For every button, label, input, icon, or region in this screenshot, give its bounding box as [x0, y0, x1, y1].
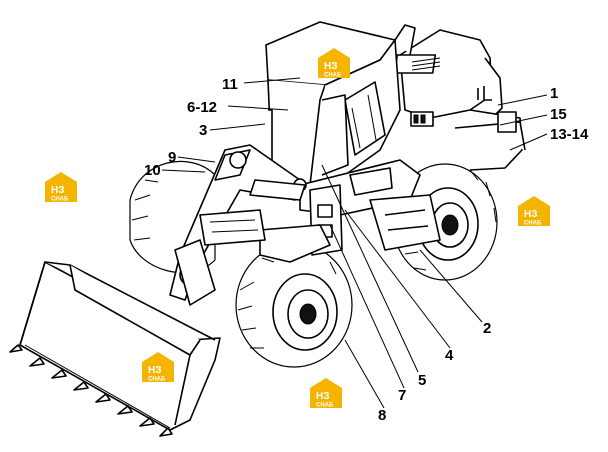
callout-10: 10	[144, 162, 161, 179]
front-tire	[235, 242, 353, 368]
callout-7: 7	[398, 387, 406, 404]
svg-text:СНАБ: СНАБ	[51, 197, 69, 203]
svg-text:СНАБ: СНАБ	[148, 377, 166, 383]
callout-6-12: 6-12	[187, 99, 217, 116]
svg-text:НЗ: НЗ	[524, 209, 538, 220]
front-bucket	[9, 261, 221, 437]
svg-text:СНАБ: СНАБ	[324, 73, 342, 79]
bucket-teeth	[9, 344, 173, 437]
svg-text:СНАБ: СНАБ	[524, 221, 542, 227]
leader-2	[419, 249, 483, 323]
callout-1: 1	[550, 85, 558, 102]
svg-text:СНАБ: СНАБ	[316, 403, 334, 409]
callout-9: 9	[168, 149, 176, 166]
callout-labels: 1 15 13-14 11 6-12 3 9 10 2 4 5 7 8	[144, 76, 589, 424]
leader-8	[344, 339, 385, 409]
callout-leaders	[161, 77, 548, 409]
watermark-logo: НЗ СНАБ	[318, 48, 350, 79]
leader-3	[209, 123, 266, 131]
loader-illustration	[9, 21, 526, 437]
leader-10	[161, 169, 206, 173]
loader-boom-arms	[169, 144, 307, 306]
leader-11	[243, 77, 301, 84]
svg-text:НЗ: НЗ	[51, 185, 65, 196]
leader-5	[321, 164, 419, 373]
leader-9	[177, 156, 216, 163]
leader-7	[329, 224, 405, 389]
callout-13-14: 13-14	[550, 126, 589, 143]
operator-cab	[265, 21, 401, 186]
watermark-logo: НЗ СНАБ	[45, 172, 77, 203]
watermark-logo: НЗ СНАБ	[310, 378, 342, 409]
watermark-logos: НЗ СНАБ НЗ СНАБ НЗ СНАБ НЗ СНАБ НЗ СНАБ	[45, 48, 550, 409]
callout-4: 4	[445, 347, 454, 364]
callout-5: 5	[418, 372, 426, 389]
svg-text:НЗ: НЗ	[316, 391, 330, 402]
callout-2: 2	[483, 320, 491, 337]
callout-8: 8	[378, 407, 386, 424]
leader-4	[344, 209, 451, 349]
leader-1	[497, 94, 548, 106]
engine-hood	[393, 24, 526, 171]
callout-15: 15	[550, 106, 567, 123]
chassis-frame	[259, 159, 441, 263]
leader-15	[499, 114, 548, 126]
callout-3: 3	[199, 122, 207, 139]
leader-13-14	[509, 133, 548, 151]
hood-grille	[411, 57, 441, 71]
callout-11: 11	[222, 76, 238, 93]
svg-text:НЗ: НЗ	[324, 61, 338, 72]
watermark-logo: НЗ СНАБ	[518, 196, 550, 227]
watermark-logo: НЗ СНАБ	[142, 352, 174, 383]
svg-text:НЗ: НЗ	[148, 365, 162, 376]
leader-6-12	[227, 105, 289, 111]
